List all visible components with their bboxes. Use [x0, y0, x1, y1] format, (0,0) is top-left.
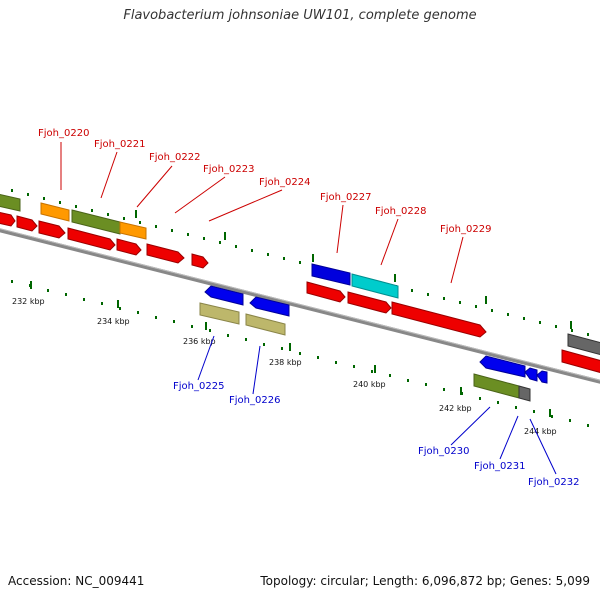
- forward-gene-arrow[interactable]: [561, 349, 600, 373]
- upper-feature-track: [0, 193, 600, 355]
- gene-label-fjoh-0221[interactable]: Fjoh_0221: [94, 139, 145, 150]
- forward-gene-arrow[interactable]: [16, 215, 38, 232]
- forward-gene-arrow[interactable]: [0, 211, 16, 227]
- gene-label-fjoh-0229[interactable]: Fjoh_0229: [440, 224, 491, 235]
- gene-label-fjoh-0225[interactable]: Fjoh_0225: [173, 381, 224, 392]
- feature-olive[interactable]: [473, 373, 520, 399]
- lower-tick-track: [11, 280, 589, 427]
- map-title: Flavobacterium johnsoniae UW101, complet…: [123, 8, 477, 23]
- reverse-label-leaders: [197, 335, 557, 475]
- feature-blue[interactable]: [311, 263, 351, 286]
- forward-gene-arrow[interactable]: [67, 227, 116, 251]
- feature-gray[interactable]: [567, 333, 600, 355]
- gene-label-fjoh-0226[interactable]: Fjoh_0226: [229, 395, 280, 406]
- forward-gene-track: [0, 211, 600, 373]
- kbp-label: 238 kbp: [269, 358, 302, 367]
- genome-backbone: [0, 228, 600, 384]
- feature-cyan[interactable]: [351, 273, 399, 299]
- accession-text: Accession: NC_009441: [8, 574, 145, 588]
- reverse-gene-track: [204, 285, 548, 384]
- gene-label-fjoh-0223[interactable]: Fjoh_0223: [203, 164, 254, 175]
- forward-gene-arrow[interactable]: [347, 291, 392, 314]
- kbp-label: 242 kbp: [439, 404, 472, 413]
- forward-gene-arrow[interactable]: [391, 301, 487, 338]
- gene-label-fjoh-0230[interactable]: Fjoh_0230: [418, 446, 469, 457]
- kbp-label: 240 kbp: [353, 380, 386, 389]
- kbp-labels: 232 kbp 234 kbp 236 kbp 238 kbp 240 kbp …: [12, 297, 557, 436]
- reverse-gene-labels: Fjoh_0225 Fjoh_0226 Fjoh_0230 Fjoh_0231 …: [173, 381, 579, 488]
- feature-orange[interactable]: [40, 202, 70, 222]
- feature-olive[interactable]: [0, 193, 21, 212]
- forward-gene-arrow[interactable]: [116, 238, 142, 256]
- kbp-label: 232 kbp: [12, 297, 45, 306]
- upper-tick-track: [11, 189, 589, 336]
- forward-gene-arrow[interactable]: [306, 281, 346, 303]
- genome-summary-text: Topology: circular; Length: 6,096,872 bp…: [260, 574, 590, 588]
- kbp-label: 234 kbp: [97, 317, 130, 326]
- gene-label-fjoh-0220[interactable]: Fjoh_0220: [38, 128, 89, 139]
- forward-gene-arrow[interactable]: [191, 253, 209, 269]
- feature-khaki[interactable]: [199, 302, 240, 325]
- reverse-gene-arrow[interactable]: [249, 296, 290, 317]
- feature-orange[interactable]: [119, 221, 147, 240]
- feature-olive[interactable]: [71, 209, 121, 235]
- reverse-gene-arrow[interactable]: [524, 367, 538, 382]
- gene-label-fjoh-0232[interactable]: Fjoh_0232: [528, 477, 579, 488]
- forward-gene-arrow[interactable]: [38, 220, 66, 239]
- forward-label-leaders: [60, 142, 464, 284]
- kbp-label: 244 kbp: [524, 427, 557, 436]
- lower-feature-track: [199, 302, 531, 402]
- gene-label-fjoh-0222[interactable]: Fjoh_0222: [149, 152, 200, 163]
- gene-label-fjoh-0227[interactable]: Fjoh_0227: [320, 192, 371, 203]
- gene-label-fjoh-0231[interactable]: Fjoh_0231: [474, 461, 525, 472]
- forward-gene-arrow[interactable]: [146, 243, 185, 264]
- feature-khaki[interactable]: [245, 313, 286, 336]
- reverse-gene-arrow[interactable]: [536, 370, 548, 384]
- kbp-label: 236 kbp: [183, 337, 216, 346]
- gene-label-fjoh-0224[interactable]: Fjoh_0224: [259, 177, 310, 188]
- forward-gene-labels: Fjoh_0220 Fjoh_0221 Fjoh_0222 Fjoh_0223 …: [38, 128, 491, 235]
- gene-label-fjoh-0228[interactable]: Fjoh_0228: [375, 206, 426, 217]
- feature-gray[interactable]: [518, 385, 531, 402]
- reverse-gene-arrow[interactable]: [204, 285, 244, 306]
